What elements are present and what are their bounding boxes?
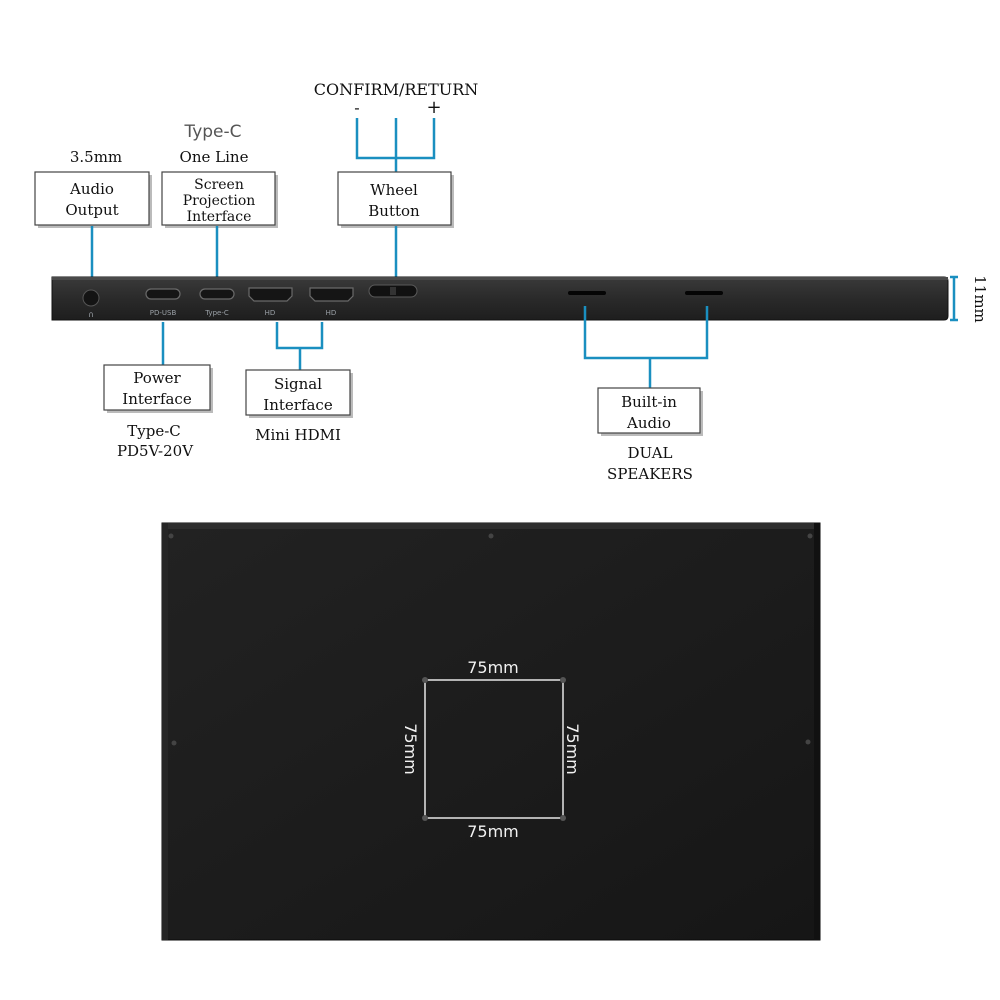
- signal-type-label: Mini HDMI: [255, 426, 341, 444]
- signal-leader: [275, 322, 324, 370]
- audio-output-box: Audio Output: [34, 171, 152, 228]
- vesa-top-label: 75mm: [467, 658, 519, 677]
- typec-top-label: Type-C: [183, 122, 241, 142]
- minus-label: -: [354, 98, 359, 117]
- builtin-audio-box: Built-in Audio: [597, 387, 703, 436]
- speakers-line1: DUAL: [628, 444, 673, 462]
- thickness-label: 11mm: [971, 275, 989, 323]
- power-type-label: Type-C: [127, 422, 181, 440]
- screw-icon: [805, 739, 811, 745]
- speaker-leader: [583, 306, 709, 388]
- audio-jack-icon: [82, 289, 100, 307]
- screen-projection-line1: Screen: [194, 177, 244, 193]
- audio-size-label: 3.5mm: [70, 148, 122, 166]
- hdmi-port-2-label: HD: [326, 309, 337, 317]
- speaker-right-icon: [685, 291, 723, 295]
- thickness-dimension: 11mm: [950, 275, 989, 323]
- signal-interface-line1: Signal: [274, 375, 322, 393]
- plus-label: +: [426, 97, 441, 118]
- audio-output-line1: Audio: [69, 180, 114, 198]
- confirm-return-label: CONFIRM/RETURN: [314, 80, 479, 99]
- screen-projection-line2: Projection: [183, 193, 256, 209]
- screw-icon: [807, 533, 813, 539]
- builtin-audio-line1: Built-in: [621, 393, 677, 411]
- vesa-mount-square: [422, 677, 566, 821]
- monitor-back-panel: 75mm 75mm 75mm 75mm: [161, 522, 821, 941]
- pd-usb-port-label: PD-USB: [150, 309, 177, 317]
- wheel-bracket: [355, 118, 436, 172]
- typec-port-label: Type-C: [204, 309, 229, 317]
- vesa-bottom-label: 75mm: [467, 822, 519, 841]
- headphone-icon: ∩: [88, 310, 94, 319]
- screw-icon: [488, 533, 494, 539]
- hdmi-port-2-icon: [309, 287, 354, 302]
- pd-usb-port-icon: [145, 288, 181, 300]
- speakers-line2: SPEAKERS: [607, 465, 693, 483]
- wheel-button-line2: Button: [368, 202, 420, 220]
- vesa-right-label: 75mm: [563, 723, 582, 775]
- power-interface-line2: Interface: [122, 390, 192, 408]
- one-line-label: One Line: [180, 148, 249, 166]
- speaker-left-icon: [568, 291, 606, 295]
- screw-icon: [168, 533, 174, 539]
- builtin-audio-line2: Audio: [626, 414, 671, 432]
- monitor-side-view: ∩ PD-USB Type-C HD HD: [51, 276, 949, 321]
- wheel-button-line1: Wheel: [370, 181, 418, 199]
- power-interface-box: Power Interface: [103, 364, 213, 413]
- screw-icon: [171, 740, 177, 746]
- power-interface-line1: Power: [133, 369, 181, 387]
- typec-port-icon: [199, 288, 235, 300]
- hdmi-port-1-icon: [248, 287, 293, 302]
- wheel-button-box: Wheel Button: [337, 171, 454, 228]
- screen-projection-box: Screen Projection Interface: [161, 171, 278, 228]
- audio-output-line2: Output: [65, 201, 118, 219]
- vesa-left-label: 75mm: [401, 723, 420, 775]
- power-voltage-label: PD5V-20V: [117, 442, 194, 460]
- hdmi-port-1-label: HD: [265, 309, 276, 317]
- screen-projection-line3: Interface: [187, 209, 252, 225]
- signal-interface-box: Signal Interface: [245, 369, 353, 418]
- signal-interface-line2: Interface: [263, 396, 333, 414]
